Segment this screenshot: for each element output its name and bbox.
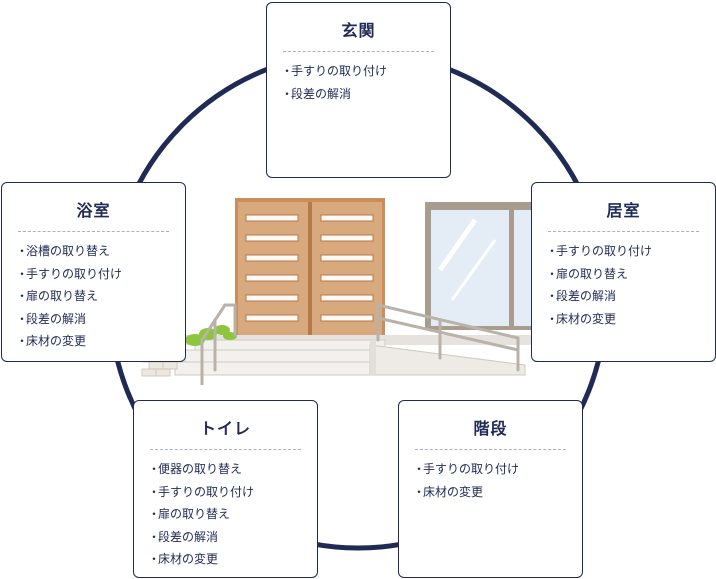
card-stairs: 階段 ・手すりの取り付け ・床材の変更 [398, 400, 583, 578]
card-title-living-room: 居室 [606, 201, 641, 220]
list-item: ・扉の取り替え [16, 289, 99, 303]
handrail-left-illustration [200, 303, 237, 385]
card-toilet: トイレ ・便器の取り替え ・手すりの取り付け ・扉の取り替え ・段差の解消 ・床… [133, 400, 318, 578]
list-item: ・段差の解消 [546, 289, 617, 303]
card-list-living-room: ・手すりの取り付け ・扉の取り替え ・段差の解消 ・床材の変更 [532, 240, 715, 330]
double-door-illustration [235, 198, 385, 338]
card-divider [18, 231, 169, 232]
card-title-stairs: 階段 [473, 419, 508, 438]
list-item: ・段差の解消 [148, 529, 219, 544]
card-list-stairs: ・手すりの取り付け ・床材の変更 [399, 458, 582, 503]
window-illustration [425, 202, 540, 330]
list-item: ・段差の解消 [16, 311, 87, 326]
card-bathroom: 浴室 ・浴槽の取り替え ・手すりの取り付け ・扉の取り替え ・段差の解消 ・床材… [1, 182, 186, 362]
card-divider [548, 231, 699, 232]
card-divider [150, 449, 301, 450]
handrail-ramp-illustration [376, 303, 520, 372]
steps-illustration [174, 339, 386, 376]
list-item: ・手すりの取り付け [281, 64, 388, 78]
card-entrance: 玄関 ・手すりの取り付け ・段差の解消 [266, 2, 451, 178]
card-list-toilet: ・便器の取り替え ・手すりの取り付け ・扉の取り替え ・段差の解消 ・床材の変更 [134, 458, 317, 571]
card-title-entrance: 玄関 [341, 21, 376, 40]
list-item: ・扉の取り替え [546, 266, 629, 281]
list-item: ・床材の変更 [413, 484, 484, 499]
list-item: ・床材の変更 [546, 311, 617, 326]
card-title-bathroom: 浴室 [76, 201, 111, 220]
card-living-room: 居室 ・手すりの取り付け ・扉の取り替え ・段差の解消 ・床材の変更 [531, 182, 716, 362]
list-item: ・段差の解消 [281, 86, 352, 101]
list-item: ・手すりの取り付け [546, 244, 653, 258]
list-item: ・床材の変更 [148, 552, 219, 566]
list-item: ・手すりの取り付け [16, 266, 123, 281]
card-divider [415, 449, 566, 450]
list-item: ・手すりの取り付け [413, 462, 520, 476]
list-item: ・床材の変更 [16, 334, 87, 348]
list-item: ・浴槽の取り替え [16, 244, 111, 258]
list-item: ・手すりの取り付け [148, 484, 255, 499]
card-title-toilet: トイレ [199, 419, 251, 438]
ramp-illustration [369, 340, 526, 376]
card-list-bathroom: ・浴槽の取り替え ・手すりの取り付け ・扉の取り替え ・段差の解消 ・床材の変更 [2, 240, 185, 353]
house-entrance-illustration [141, 198, 540, 385]
card-list-entrance: ・手すりの取り付け ・段差の解消 [267, 60, 450, 105]
card-divider [283, 51, 434, 52]
list-item: ・便器の取り替え [148, 462, 243, 476]
list-item: ・扉の取り替え [148, 507, 231, 521]
